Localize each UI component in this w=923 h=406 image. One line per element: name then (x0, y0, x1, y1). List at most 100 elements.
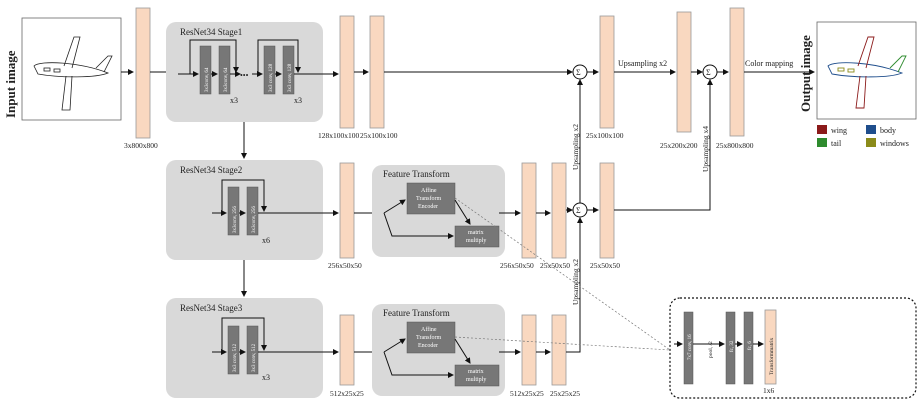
label-upsampling-v1: Upsampling x2 (571, 124, 580, 170)
ft2-flow-lower (383, 212, 454, 239)
output-airplane-segmentation (827, 36, 907, 109)
ft2-encoder (406, 182, 456, 215)
legend-swatch-tail (817, 138, 827, 147)
ft2-matmul-l2: multiply (466, 238, 486, 244)
block-s3b (521, 314, 537, 386)
arrow-s3c-up2 (566, 217, 583, 353)
block-input-feature (135, 7, 151, 139)
size-s2d: 25x50x50 (590, 261, 620, 270)
stage1-skip-a (189, 39, 239, 74)
stage3-conv1 (227, 325, 240, 375)
input-image-frame (21, 17, 122, 121)
stage2-rep: x6 (262, 236, 270, 245)
stage1-conv-b2 (282, 45, 295, 95)
stage3-conv2-label: 3x3 conv, 512 (252, 343, 257, 372)
size-s3a: 512x25x25 (330, 389, 364, 398)
stage3-skip (221, 317, 267, 352)
ft2-flow-upper (383, 199, 406, 214)
ft3-encoder-l3: Encoder (418, 343, 438, 349)
block-s1e (729, 7, 745, 137)
label-color-mapping: Color mapping (745, 59, 793, 68)
stage2-conv2-label: 3x3conv, 256 (252, 206, 257, 233)
stage3-conv1-label: 3x3 conv, 512 (233, 343, 238, 372)
ft3-flow-lower (383, 351, 454, 378)
sum-node-1-label: Σ (576, 68, 581, 77)
enc-out (764, 309, 777, 385)
ft2-encoder-l2: Transform (416, 195, 441, 202)
block-s1b (369, 15, 385, 129)
legend-swatch-wing (817, 125, 827, 134)
enc-fc1-label: fc, 32 (730, 340, 735, 352)
output-title: Output image (798, 35, 813, 112)
stage3-panel (166, 298, 323, 398)
ft2-encoder-l3: Encoder (418, 204, 438, 210)
legend-label-tail: tail (831, 139, 842, 148)
stage3-rep: x3 (262, 373, 270, 382)
stage3-conv2 (246, 325, 259, 375)
output-image-frame (816, 21, 917, 120)
size-s3b: 512x25x25 (510, 389, 544, 398)
ft2-encoder-l1: Affine (421, 187, 437, 194)
size-s2c: 25x50x50 (540, 261, 570, 270)
label-upsampling-v2: Upsampling x2 (571, 259, 580, 305)
stage1-conv-a1-label: 3x3conv, 64 (205, 67, 210, 92)
ft3-matmul-l2: multiply (466, 377, 486, 383)
ft2-enc-to-mm (454, 199, 471, 225)
enc-fc2 (743, 311, 754, 385)
ft3-encoder (406, 321, 456, 354)
label-upsampling-v4: Upsampling x4 (701, 126, 710, 172)
stage1-conv-b1 (263, 45, 276, 95)
size-s1c: 25x100x100 (586, 131, 624, 140)
block-s1d (676, 11, 692, 133)
block-s3a (339, 314, 355, 386)
enc-conv (683, 311, 694, 385)
stage2-conv2 (246, 186, 259, 236)
block-s3c (551, 314, 567, 386)
ft3-encoder-l2: Transform (416, 334, 441, 341)
enc-fc2-label: fc, 6 (748, 341, 753, 350)
stage2-conv1 (227, 186, 240, 236)
input-airplane-sketch (33, 36, 113, 111)
stage3-title: ResNet34 Stage3 (180, 303, 243, 313)
block-s2a (339, 162, 355, 259)
stage2-panel (166, 160, 323, 260)
ft3-matmul (454, 364, 500, 387)
legend-label-body: body (880, 126, 896, 135)
input-title: Input image (3, 50, 18, 118)
ft3-matmul-l1: matrix (468, 369, 484, 375)
stage2-title: ResNet34 Stage2 (180, 165, 242, 175)
stage1-skip-b (257, 39, 301, 74)
legend-swatch-windows (866, 138, 876, 147)
size-s2b: 256x50x50 (500, 261, 534, 270)
stage1-conv-a2 (218, 45, 231, 95)
block-s1c (599, 15, 615, 129)
size-s1e: 25x800x800 (716, 141, 754, 150)
ft3-title: Feature Transform (383, 308, 450, 318)
enc-fc1 (725, 311, 736, 385)
stage1-conv-a1 (199, 45, 212, 95)
enc-out-label: Transformmatrix (768, 337, 775, 375)
size-s2a: 256x50x50 (328, 261, 362, 270)
stage1-conv-b1-label: 3x3 conv, 128 (269, 63, 274, 92)
stage2-skip (221, 179, 267, 213)
legend-label-windows: windows (880, 139, 909, 148)
size-s1d: 25x200x200 (660, 141, 698, 150)
stage1-rep-a: x3 (230, 96, 238, 105)
ft2-matmul-l1: matrix (468, 230, 484, 236)
ft2-matmul (454, 225, 500, 248)
stage1-rep-b: x3 (294, 96, 302, 105)
sum-node-2-label: Σ (576, 206, 581, 215)
size-s1b: 25x100x100 (360, 131, 398, 140)
block-s2c (551, 162, 567, 259)
ft3-flow-upper (383, 338, 406, 353)
size-input: 3x800x800 (124, 141, 158, 150)
legend-label-wing: wing (831, 126, 847, 135)
legend-swatch-body (866, 125, 876, 134)
stage1-conv-b2-label: 3x3 conv, 128 (288, 63, 293, 92)
size-s1a: 128x100x100 (318, 131, 360, 140)
block-s1a (339, 15, 355, 129)
sum-node-top-label: Σ (706, 68, 711, 77)
encoder-detail-box (669, 297, 917, 399)
enc-pool-label: pool, /2 (708, 341, 714, 358)
